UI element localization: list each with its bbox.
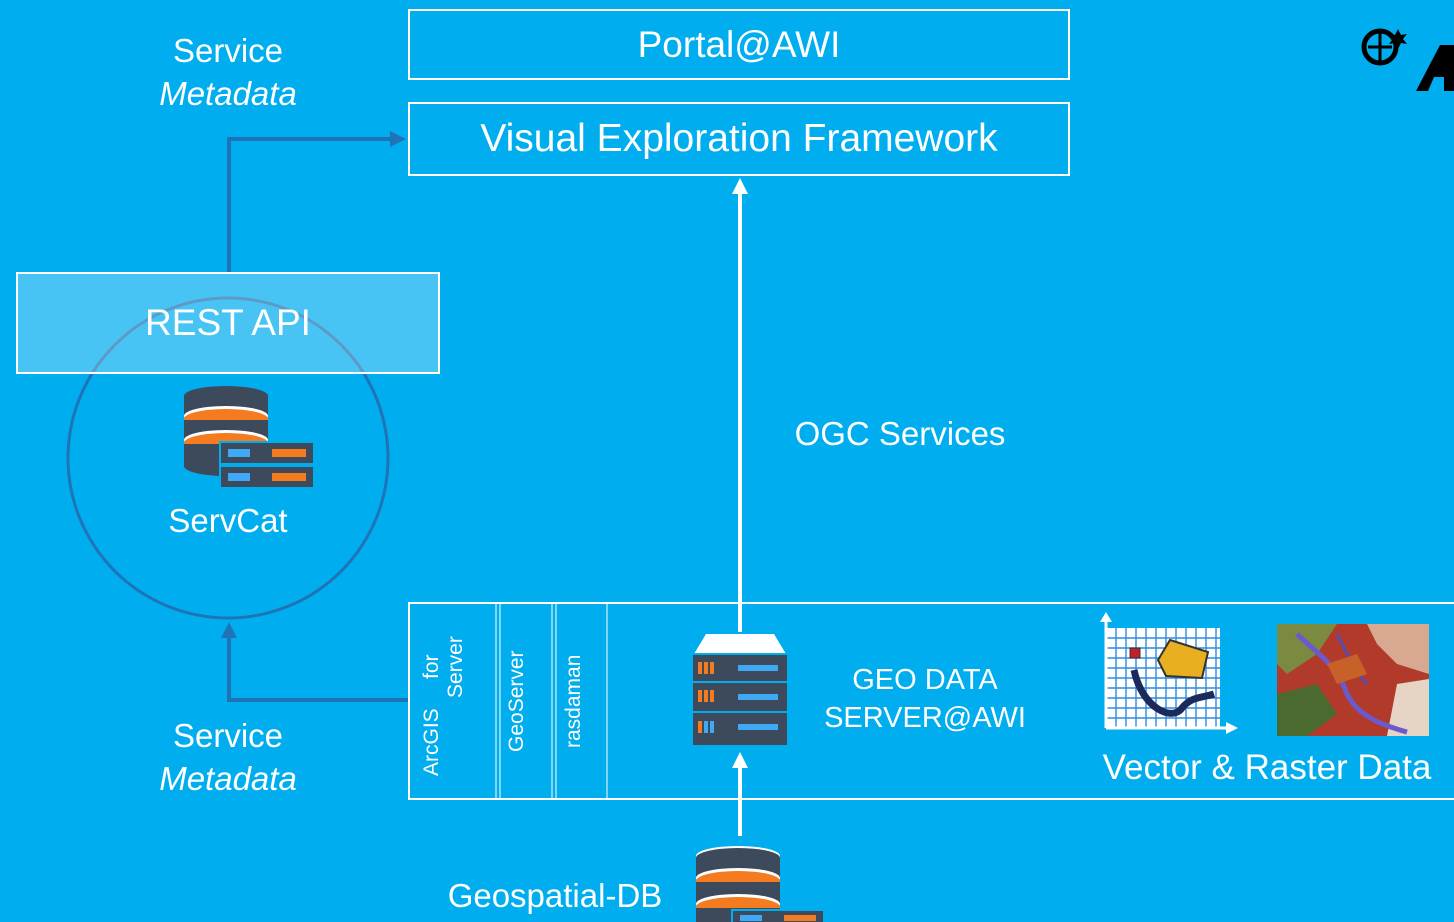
service-metadata-top-label: Service Metadata — [118, 30, 338, 116]
ogc-services-label: OGC Services — [794, 415, 1006, 452]
arcgis-line2: for Server — [420, 636, 468, 699]
arcgis-label: ArcGIS for Server — [420, 626, 486, 776]
geo-data-server-line1: GEO DATA — [852, 664, 998, 696]
geospatial-db-icon — [696, 846, 825, 922]
service-metadata-bottom-line1: Service — [172, 717, 284, 754]
vef-label: Visual Exploration Framework — [480, 117, 998, 160]
vector-data-icon — [1100, 612, 1238, 734]
servcat-circle — [66, 296, 390, 620]
service-metadata-top-line2: Metadata — [159, 74, 297, 112]
rest-api-label: REST API — [145, 302, 311, 343]
geo-data-server-line2: SERVER@AWI — [824, 701, 1026, 734]
server-rack-icon — [691, 634, 789, 747]
rasdaman-label: rasdaman — [562, 654, 585, 748]
portal-box: Portal@AWI — [408, 9, 1070, 80]
geo-data-server-box — [408, 602, 1454, 800]
database-server-icon — [184, 386, 315, 489]
geospatial-db-label: Geospatial-DB — [447, 877, 663, 914]
vef-box: Visual Exploration Framework — [408, 102, 1070, 176]
servcat-label: ServCat — [168, 502, 288, 539]
service-metadata-bottom-label: Service Metadata — [118, 715, 338, 801]
awi-logo — [1361, 28, 1454, 91]
geo-data-server-label: GEO DATA SERVER@AWI — [800, 662, 1050, 737]
server-column-dividers — [495, 602, 608, 800]
service-metadata-top-line1: Service — [172, 32, 284, 69]
metadata-arrow-bottom — [221, 622, 408, 702]
raster-data-icon — [1277, 624, 1429, 736]
geoserver-label: GeoServer — [505, 650, 528, 752]
metadata-arrow-top — [227, 131, 406, 272]
vector-raster-label: Vector & Raster Data — [1102, 748, 1432, 787]
rest-api-box: REST API — [16, 272, 440, 374]
service-metadata-bottom-line2: Metadata — [159, 759, 297, 797]
portal-label: Portal@AWI — [637, 23, 841, 65]
arcgis-line1: ArcGIS — [420, 708, 443, 776]
